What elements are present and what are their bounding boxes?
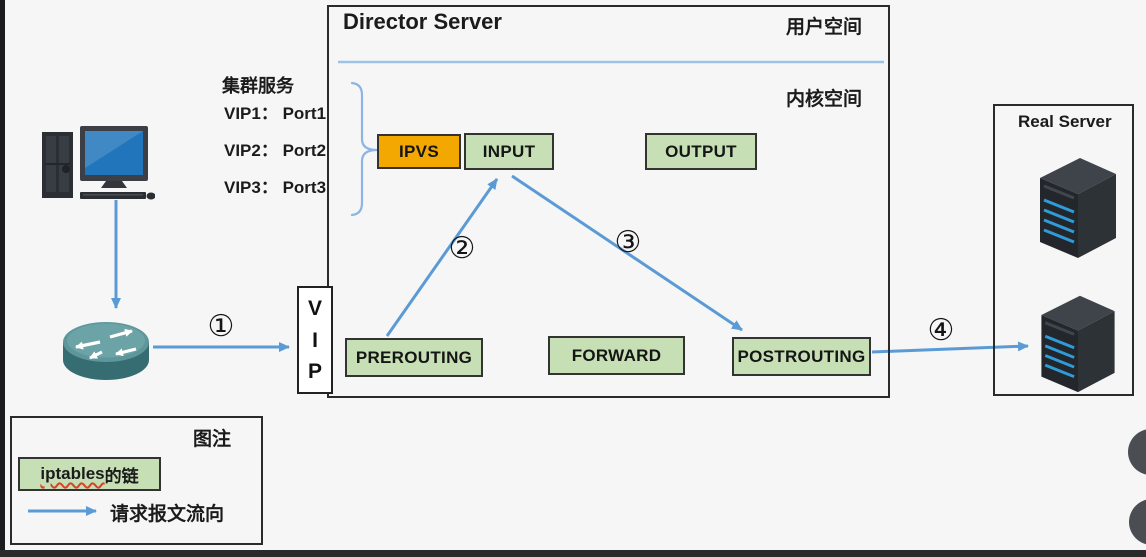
floating-button-bottom[interactable] [1129,499,1146,545]
user-space-label: 用户空间 [786,17,863,38]
real-server-1-icon [1040,158,1116,258]
legend-frame [10,416,263,545]
vip-box: V I P [297,286,333,394]
real-server-2-icon [1041,295,1115,393]
step-1-marker: ① [207,309,235,344]
director-server-title: Director Server [343,9,502,34]
forward-chain-box: FORWARD [548,336,685,375]
vip-letter: I [312,328,318,352]
postrouting-chain-box: POSTROUTING [732,337,871,376]
vip-letter: V [307,297,322,321]
legend-iptables-word: iptables [40,464,105,483]
kernel-space-label: 内核空间 [786,89,863,110]
cluster-service-entry: VIP2： Port2 [224,141,327,160]
step-4-marker: ④ [927,313,955,348]
prerouting-chain-box: PREROUTING [345,338,483,377]
input-chain-box: INPUT [464,133,554,170]
bottom-edge-strip [0,550,1146,557]
client-computer-icon [42,126,155,200]
router-icon [63,322,149,380]
ipvs-box: IPVS [377,134,461,169]
cluster-service-entry: VIP3： Port3 [224,178,327,197]
legend-title: 图注 [193,429,232,450]
floating-button-top[interactable] [1128,429,1146,475]
cluster-service-title: 集群服务 [222,76,294,96]
cluster-service-entry: VIP1： Port1 [224,104,327,123]
real-server-title: Real Server [1018,112,1112,131]
output-chain-box: OUTPUT [645,133,757,170]
legend-flow-label: 请求报文流向 [110,504,225,525]
step-2-marker: ② [448,231,476,266]
left-edge-strip [0,0,5,557]
cluster-service-list: 集群服务 VIP1： Port1 VIP2： Port2 VIP3： Port3 [222,72,362,202]
director-server-frame [327,5,890,398]
vip-letter: P [307,359,322,383]
legend-chain-word: 的链 [104,466,139,486]
step-3-marker: ③ [614,225,642,260]
real-server-frame [993,104,1134,396]
